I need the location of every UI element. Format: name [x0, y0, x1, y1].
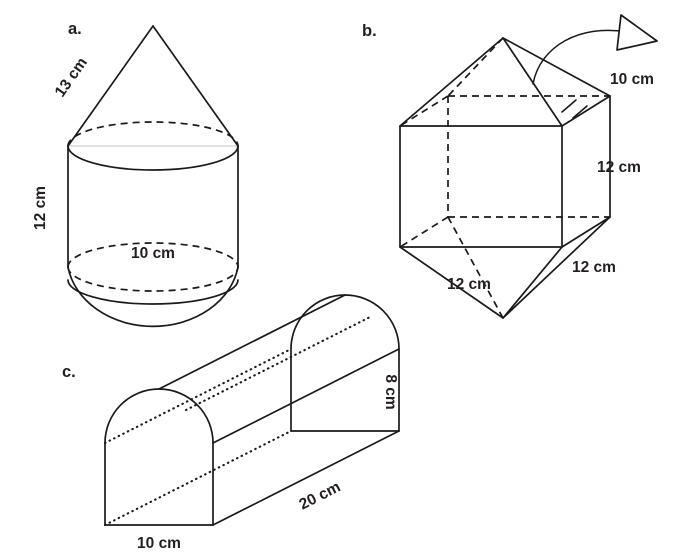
arch-right-shoulder-edge — [212, 348, 400, 444]
label-arch-height-8cm: 8 cm — [382, 374, 399, 409]
label-cone-slant-13cm: 13 cm — [52, 55, 91, 101]
top-pyramid-edge-to-back-left — [447, 37, 504, 97]
tick-mark-2 — [572, 105, 588, 119]
top-pyramid-edge-to-back-right — [502, 37, 611, 97]
hemisphere-bowl — [67, 266, 239, 328]
figure-a-group: a. 13 cm 12 cm 10 cm — [32, 20, 239, 328]
top-pyramid-edge-to-front-right — [502, 37, 563, 127]
prism-back-top-left-edge — [399, 95, 449, 127]
bottom-pyramid-edge-to-front-right — [502, 246, 563, 319]
callout-arrow-curve — [532, 29, 628, 85]
figure-c-group: c. 10 cm 20 cm 8 cm — [62, 294, 400, 552]
cone-left-slant-edge — [67, 25, 154, 147]
bottom-pyramid-edge-to-back-left — [447, 216, 504, 319]
part-b-letter: b. — [362, 22, 377, 40]
cone-right-slant-edge — [152, 25, 239, 147]
callout-arrow-head — [616, 14, 658, 51]
label-diameter-10cm: 10 cm — [131, 245, 175, 262]
label-pyramid-edge-10cm: 10 cm — [610, 71, 654, 88]
cylinder-top-front-arc — [67, 145, 239, 171]
arch-bottom-left-hidden-edge — [103, 429, 293, 527]
label-arch-width-10cm: 10 cm — [137, 535, 181, 552]
hemisphere-rim-arc — [67, 279, 239, 305]
prism-front-face — [399, 125, 563, 248]
back-arch-outline — [290, 294, 400, 432]
figure-b-group: b. 10 cm 12 cm 12 cm 12 cm — [362, 14, 658, 319]
label-prism-height-12cm: 12 cm — [597, 159, 641, 176]
bottom-pyramid-edge-to-back-right — [502, 216, 611, 319]
prism-back-bottom-left-edge — [399, 216, 449, 248]
cylinder-bottom-front-arc — [67, 266, 239, 292]
part-a-letter: a. — [68, 20, 82, 38]
part-c-letter: c. — [62, 363, 76, 381]
tick-mark-1 — [561, 99, 577, 113]
arch-interior-hidden-edge — [184, 314, 374, 412]
cone-base-back-arc — [67, 121, 239, 147]
bottom-pyramid-edge-to-front-left — [399, 246, 504, 319]
top-pyramid-edge-to-front-left — [399, 37, 504, 127]
prism-right-face — [561, 95, 611, 248]
label-cylinder-height-12cm: 12 cm — [32, 186, 49, 230]
label-base-depth-12cm: 12 cm — [447, 276, 491, 293]
arch-left-shoulder-hidden-edge — [103, 347, 293, 445]
arch-bottom-right-edge — [212, 430, 400, 526]
label-arch-length-20cm: 20 cm — [297, 478, 344, 513]
front-arch-outline — [104, 388, 214, 526]
cylinder-bottom-back-arc — [67, 242, 239, 268]
label-base-width-12cm: 12 cm — [572, 259, 616, 276]
arch-crown-edge — [158, 294, 346, 390]
